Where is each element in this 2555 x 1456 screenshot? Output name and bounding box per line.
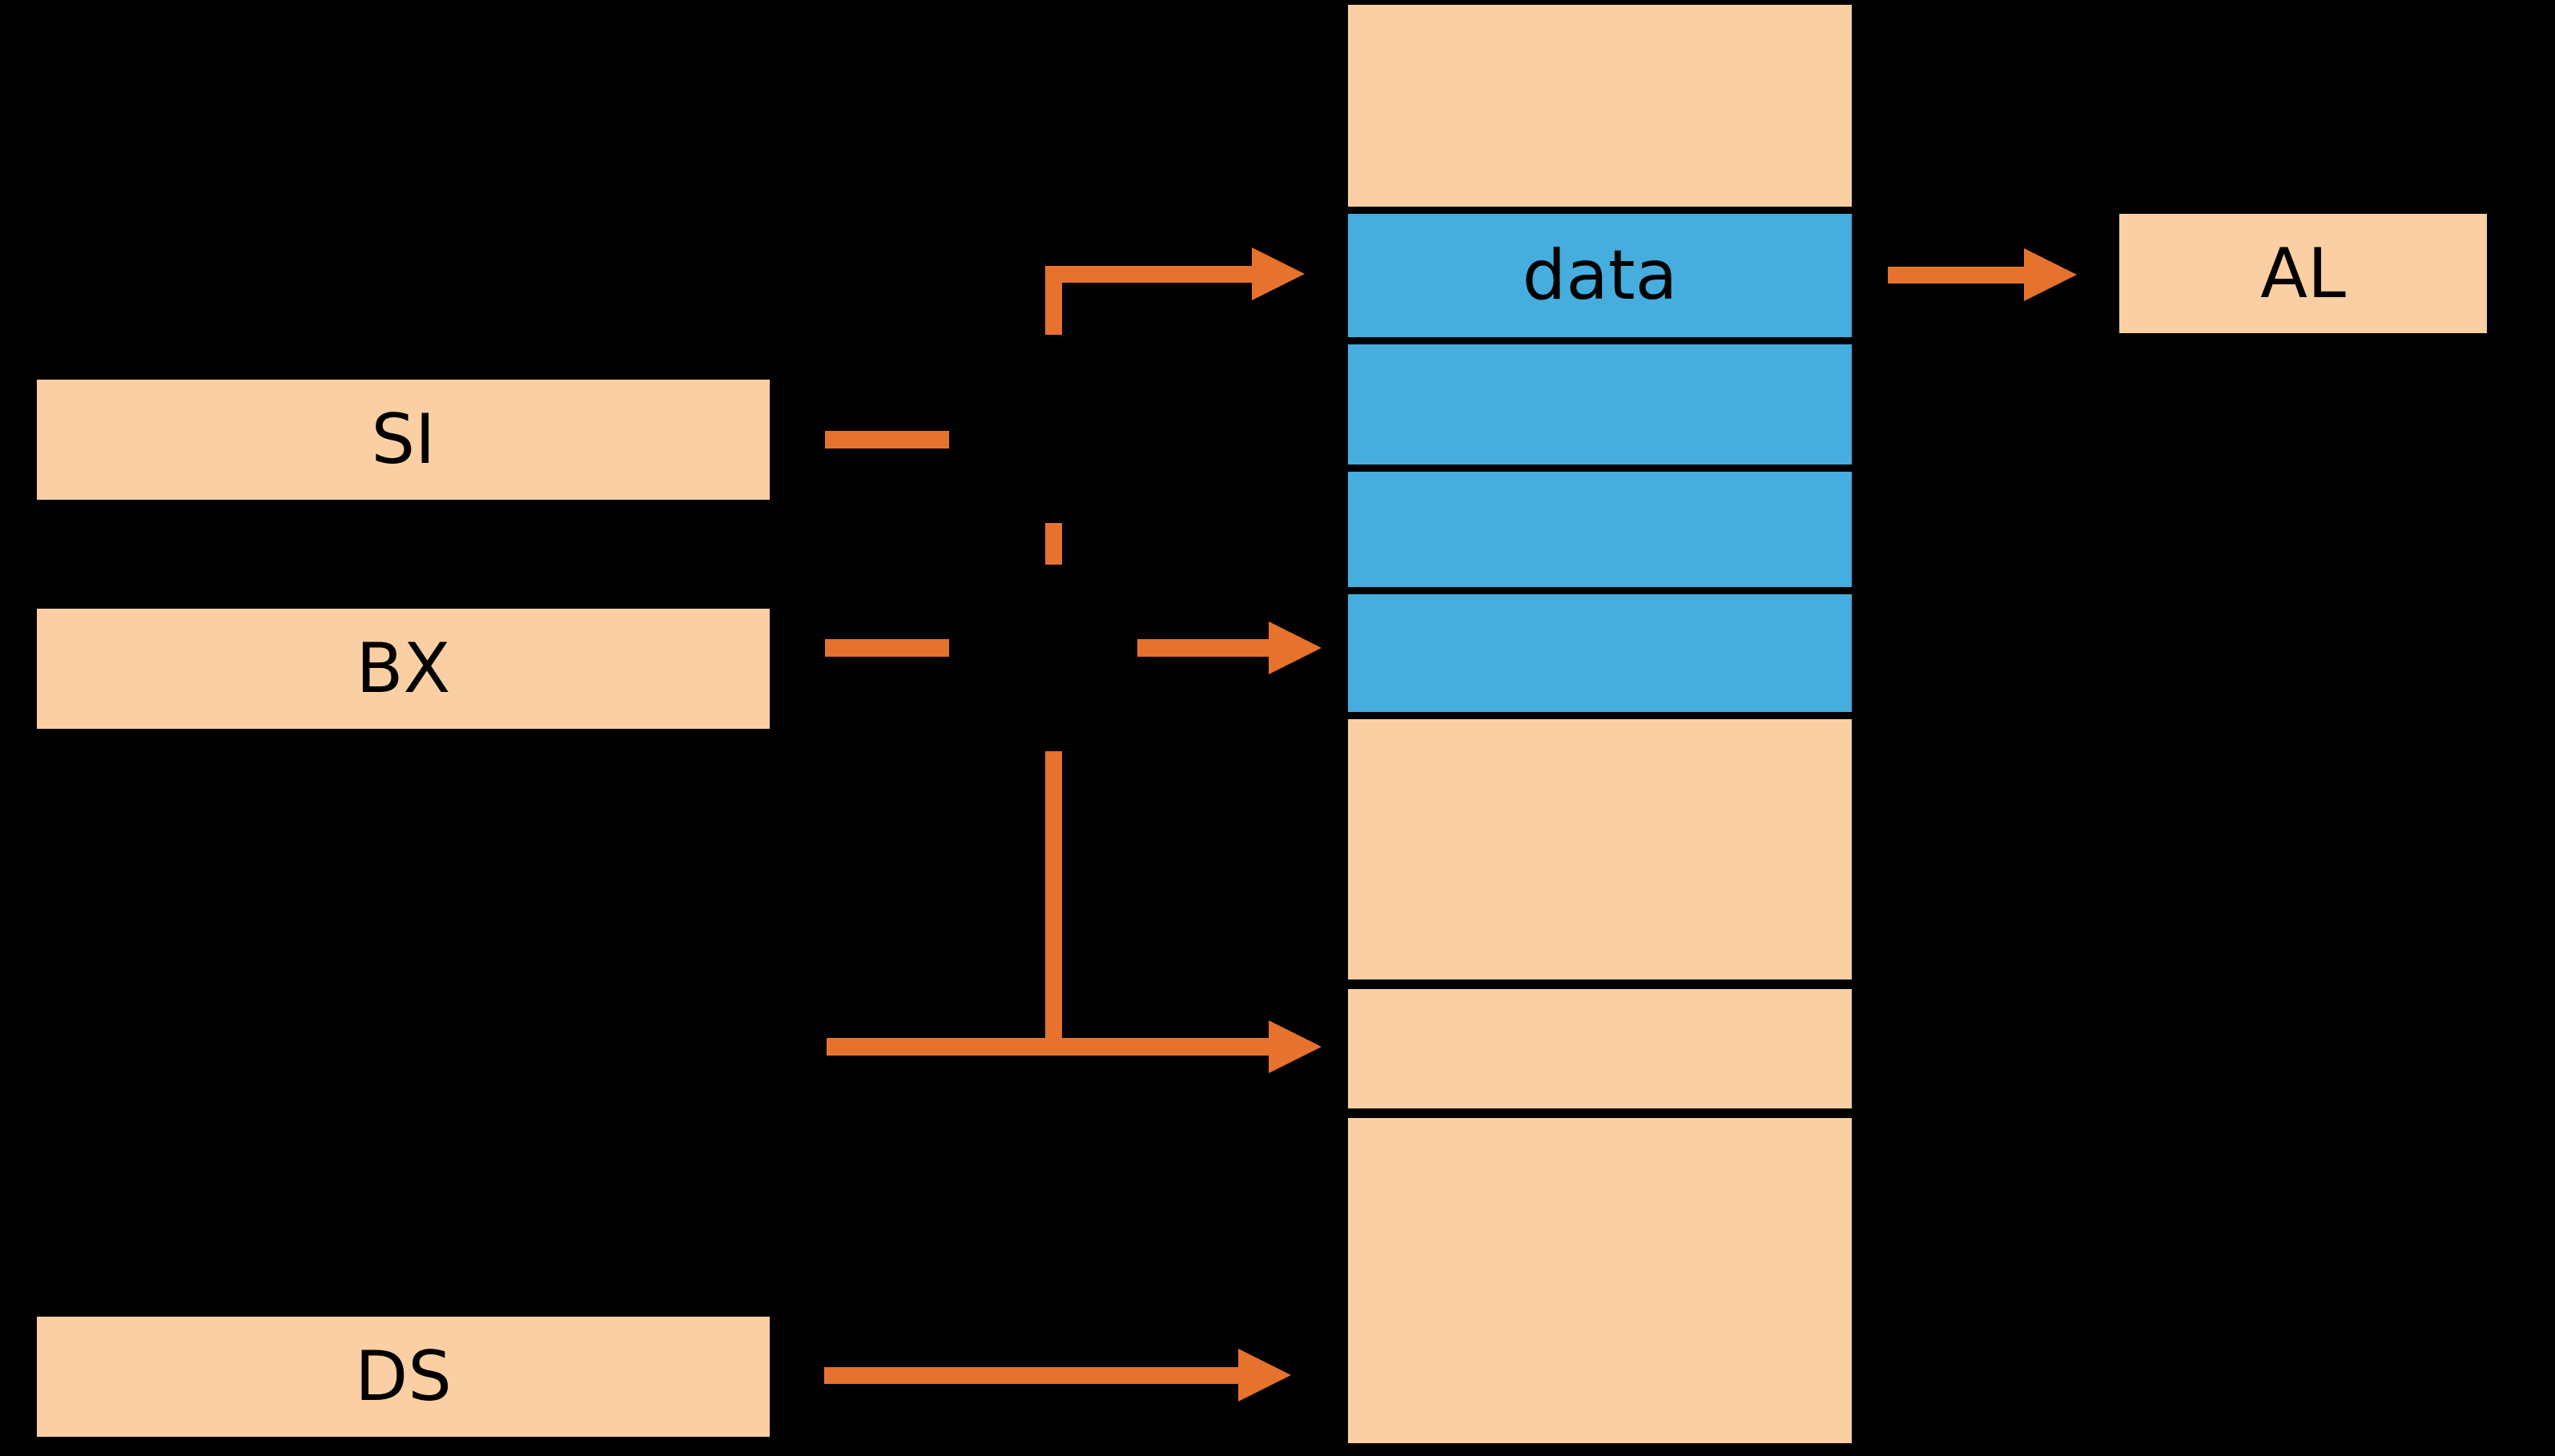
memory-cell: [1348, 5, 1852, 207]
memory-cell-data-label: data: [1522, 235, 1678, 316]
sum-line-vertical: [1045, 751, 1062, 1056]
bx-arrow-shaft: [1137, 639, 1269, 657]
bx-offset-dash: [825, 639, 949, 657]
ds-arrow-head: [1238, 1349, 1291, 1402]
memory-cell: [1348, 594, 1852, 712]
bx-arrow-head: [1269, 621, 1322, 674]
memory-cell: [1348, 719, 1852, 979]
memory-cell: [1348, 989, 1852, 1108]
register-bx-box: BX: [37, 609, 770, 729]
data-to-al-arrow-shaft: [1888, 267, 2024, 284]
memory-column: data: [1348, 0, 1852, 1443]
base-offset-arrow-head: [1269, 1020, 1322, 1073]
register-si-label: SI: [371, 400, 436, 480]
memory-cell-data: data: [1348, 214, 1852, 337]
effective-address-arrow-shaft: [1045, 266, 1253, 283]
register-al-box: AL: [2119, 214, 2487, 333]
si-offset-dash: [825, 431, 949, 448]
memory-cell: [1348, 472, 1852, 587]
memory-cell: [1348, 344, 1852, 465]
register-ds-box: DS: [37, 1317, 770, 1437]
base-offset-arrow-shaft: [827, 1038, 1269, 1056]
register-ds-label: DS: [355, 1337, 452, 1417]
register-al-label: AL: [2260, 233, 2346, 314]
effective-address-arrow-head: [1252, 247, 1305, 300]
effective-address-elbow-vertical: [1045, 266, 1062, 335]
memory-cell: [1348, 1118, 1852, 1443]
ds-arrow-shaft: [824, 1367, 1238, 1384]
register-bx-label: BX: [356, 629, 451, 709]
data-to-al-arrow-head: [2024, 248, 2077, 301]
sum-line-dash-segment: [1045, 523, 1062, 565]
register-si-box: SI: [37, 380, 770, 500]
